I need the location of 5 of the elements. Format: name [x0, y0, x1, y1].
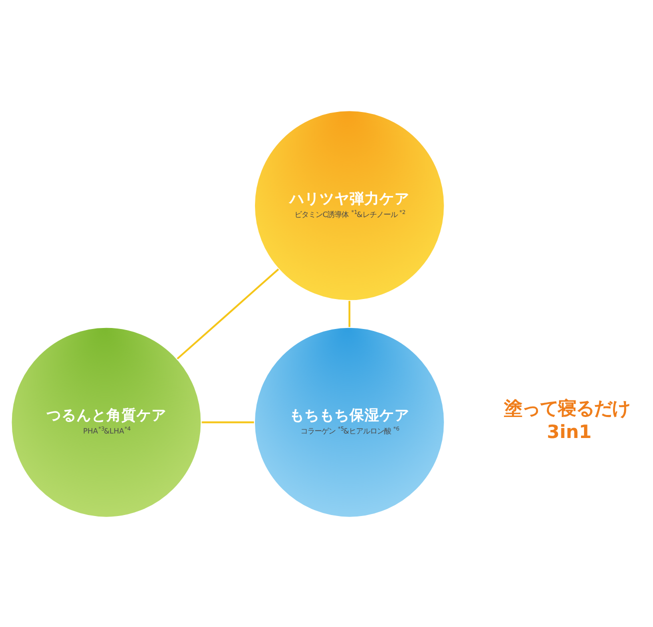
- connector: [176, 268, 280, 359]
- label: 3in1: [546, 422, 592, 443]
- label: 塗って寝るだけ: [504, 398, 630, 419]
- connector: [202, 420, 254, 423]
- connector: [348, 300, 350, 326]
